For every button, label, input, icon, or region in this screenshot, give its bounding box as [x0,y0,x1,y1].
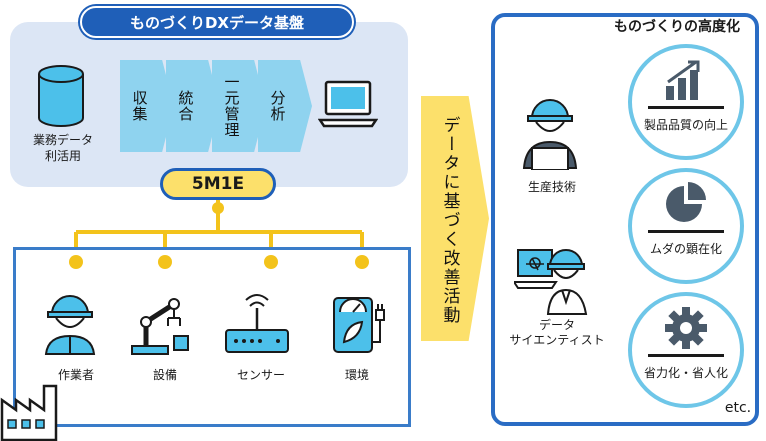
outcome-waste-label: ムダの顕在化 [649,242,722,256]
database-icon [38,65,84,127]
outcome-quality-label: 製品品質の向上 [643,118,728,132]
outcome-quality-divider [648,106,724,109]
element-sensor-label: センサー [236,368,285,382]
connector-dots [69,255,369,269]
factory-icon [0,384,58,441]
connector-lines [74,198,364,260]
laptop-icon [318,80,378,128]
etc-label: etc. [724,400,752,416]
data-scientist-label: データ サイエンティスト [502,318,612,348]
sensor-icon [225,294,289,353]
step-collect: 収集 [120,60,174,152]
step-integrate: 統合 [166,60,220,152]
outcome-circle-waste [628,168,744,284]
outcome-circle-quality [628,44,744,160]
step-collect-label: 収集 [130,90,149,122]
element-environment-label: 環境 [344,368,369,382]
data-scientist-icon [514,249,588,315]
worker-icon [44,295,96,355]
production-engineer-icon [522,99,578,170]
step-centralize: 一元管理 [212,60,266,152]
step-analyze-label: 分析 [268,90,287,122]
step-analyze: 分析 [258,60,312,152]
gear-icon [665,307,707,349]
outcome-labor-divider [648,354,724,357]
robot-arm-icon [131,298,189,355]
step-centralize-label: 一元管理 [222,74,241,138]
element-worker-label: 作業者 [57,368,94,382]
outcome-labor-label: 省力化・省人化 [643,366,728,380]
data-scientist-label-line2: サイエンティスト [509,333,605,347]
environment-meter-icon [333,297,385,353]
database-label-line2: 利活用 [44,149,81,163]
platform-title: ものづくりDXデータ基盤 [80,6,354,38]
step-integrate-label: 統合 [176,90,195,122]
data-scientist-label-line1: データ [538,318,575,332]
improvement-arrow-label: データに基づく改善活動 [439,115,460,325]
bar-chart-up-icon [666,60,700,100]
database-label-line1: 業務データ [32,133,93,147]
element-equipment-label: 設備 [152,368,177,382]
production-engineer-label: 生産技術 [527,180,576,194]
database-label: 業務データ 利活用 [20,132,106,164]
5m1e-pill: 5M1E [160,168,276,200]
outcome-waste-divider [648,230,724,233]
pie-chart-icon [666,182,706,222]
advancement-title: ものづくりの高度化 [614,19,740,35]
